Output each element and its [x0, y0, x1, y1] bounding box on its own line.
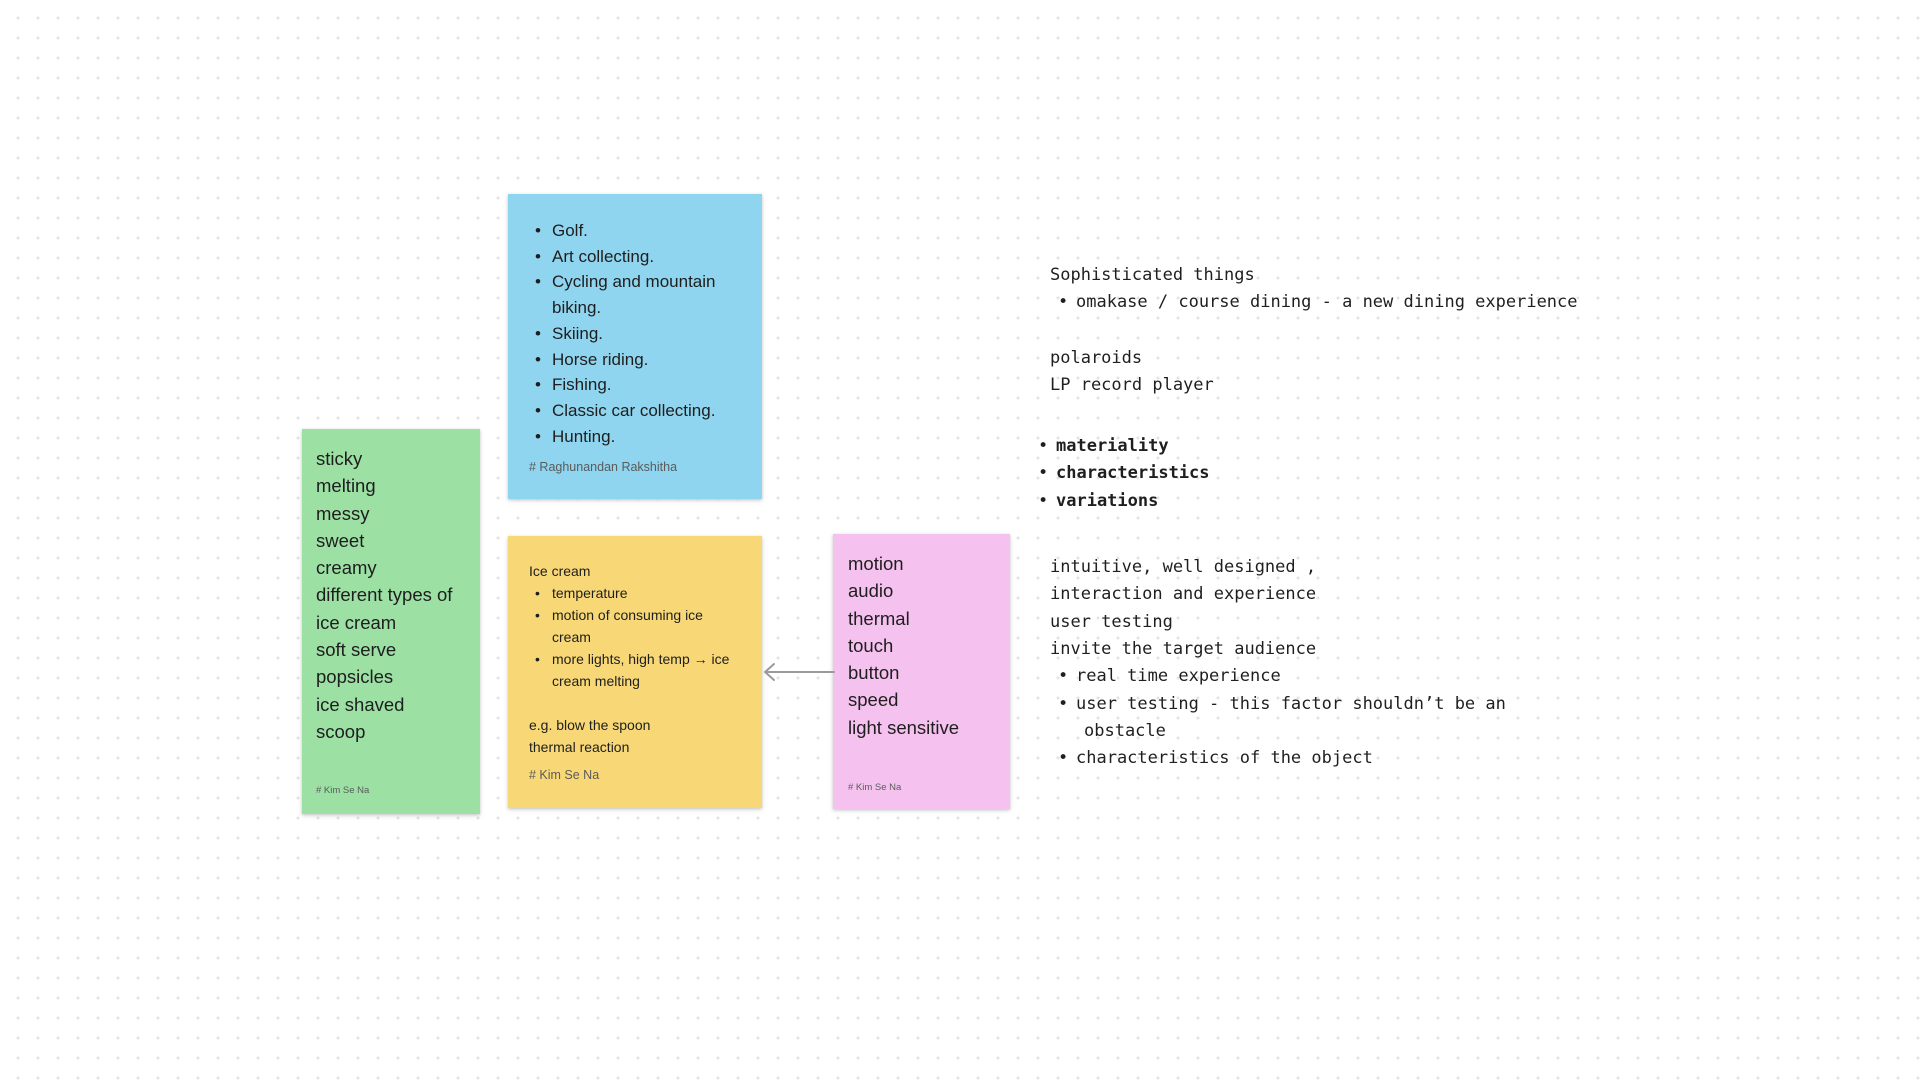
note-word: ice shaved	[316, 693, 405, 715]
text-subitem: •user testing - this factor shouldn’t be…	[1058, 693, 1506, 714]
note-bullet-list: temperature motion of consuming ice crea…	[529, 582, 742, 692]
list-item: more lights, high temp → ice cream melti…	[529, 648, 742, 692]
text-subitem: •real time experience	[1058, 666, 1281, 687]
sticky-note-pink[interactable]: motion audio thermal touch button speed …	[833, 534, 1010, 809]
note-author: # Raghunandan Rakshitha	[529, 460, 678, 474]
text-line: interaction and experience	[1050, 584, 1317, 605]
text-line: intuitive, well designed ,	[1050, 557, 1317, 578]
note-author: # Kim Se Na	[848, 782, 902, 793]
note-word: ice cream	[316, 611, 397, 633]
bold-item: •variations	[1038, 490, 1159, 511]
list-item: Fishing.	[529, 372, 742, 398]
text-line: polaroids	[1050, 347, 1143, 368]
note-word: scoop	[316, 720, 366, 742]
text-subitem-continuation: obstacle	[1084, 720, 1166, 741]
text-line: user testing	[1050, 611, 1173, 632]
text-subitem: •characteristics of the object	[1058, 748, 1373, 769]
note-line: e.g. blow the spoon	[529, 717, 651, 733]
text-heading: Sophisticated things	[1050, 265, 1255, 285]
text-subitem: •omakase / course dining - a new dining …	[1058, 292, 1578, 313]
note-word: light sensitive	[848, 716, 960, 738]
text-block[interactable]: Sophisticated things •omakase / course d…	[1038, 262, 1670, 772]
note-word: sticky	[316, 448, 363, 469]
note-word: audio	[848, 580, 894, 602]
note-word: popsicles	[316, 666, 394, 688]
note-word: melting	[316, 475, 376, 497]
note-word: different types of	[316, 584, 453, 606]
note-word: creamy	[316, 557, 377, 579]
text-line: LP record player	[1050, 374, 1214, 395]
note-title: Ice cream	[529, 563, 591, 579]
note-author: # Kim Se Na	[316, 785, 370, 796]
note-word: speed	[848, 689, 899, 711]
list-item: Skiing.	[529, 321, 742, 347]
note-word: touch	[848, 634, 894, 656]
bold-bullet-list: •materiality •characteristics •variation…	[1038, 433, 1670, 515]
list-item: Hunting.	[529, 424, 742, 450]
list-item: Classic car collecting.	[529, 398, 742, 424]
list-item: Cycling and mountain biking.	[529, 269, 742, 320]
text-line: invite the target audience	[1050, 638, 1317, 659]
note-line: thermal reaction	[529, 739, 630, 755]
note-word: sweet	[316, 529, 365, 551]
bold-item: •characteristics	[1038, 463, 1210, 484]
list-item: Horse riding.	[529, 347, 742, 373]
note-bullet-list: Golf. Art collecting. Cycling and mounta…	[529, 218, 742, 449]
sticky-note-blue[interactable]: Golf. Art collecting. Cycling and mounta…	[508, 194, 762, 499]
arrow-left-icon[interactable]	[758, 660, 838, 684]
note-author: # Kim Se Na	[529, 768, 600, 782]
note-word: thermal	[848, 607, 910, 629]
bold-item: •materiality	[1038, 436, 1169, 457]
sticky-note-green[interactable]: sticky melting messy sweet creamy differ…	[302, 429, 480, 814]
sticky-note-yellow[interactable]: Ice cream temperature motion of consumin…	[508, 536, 762, 808]
list-item: Golf.	[529, 218, 742, 244]
list-item: temperature	[529, 582, 742, 604]
note-word: button	[848, 662, 900, 684]
note-word: soft serve	[316, 639, 397, 661]
note-word: motion	[848, 553, 904, 574]
note-word-list: motion audio thermal touch button speed …	[848, 550, 995, 741]
list-item: Art collecting.	[529, 244, 742, 270]
note-word-list: sticky melting messy sweet creamy differ…	[316, 445, 466, 745]
note-word: messy	[316, 502, 370, 524]
list-item: motion of consuming ice cream	[529, 604, 742, 648]
